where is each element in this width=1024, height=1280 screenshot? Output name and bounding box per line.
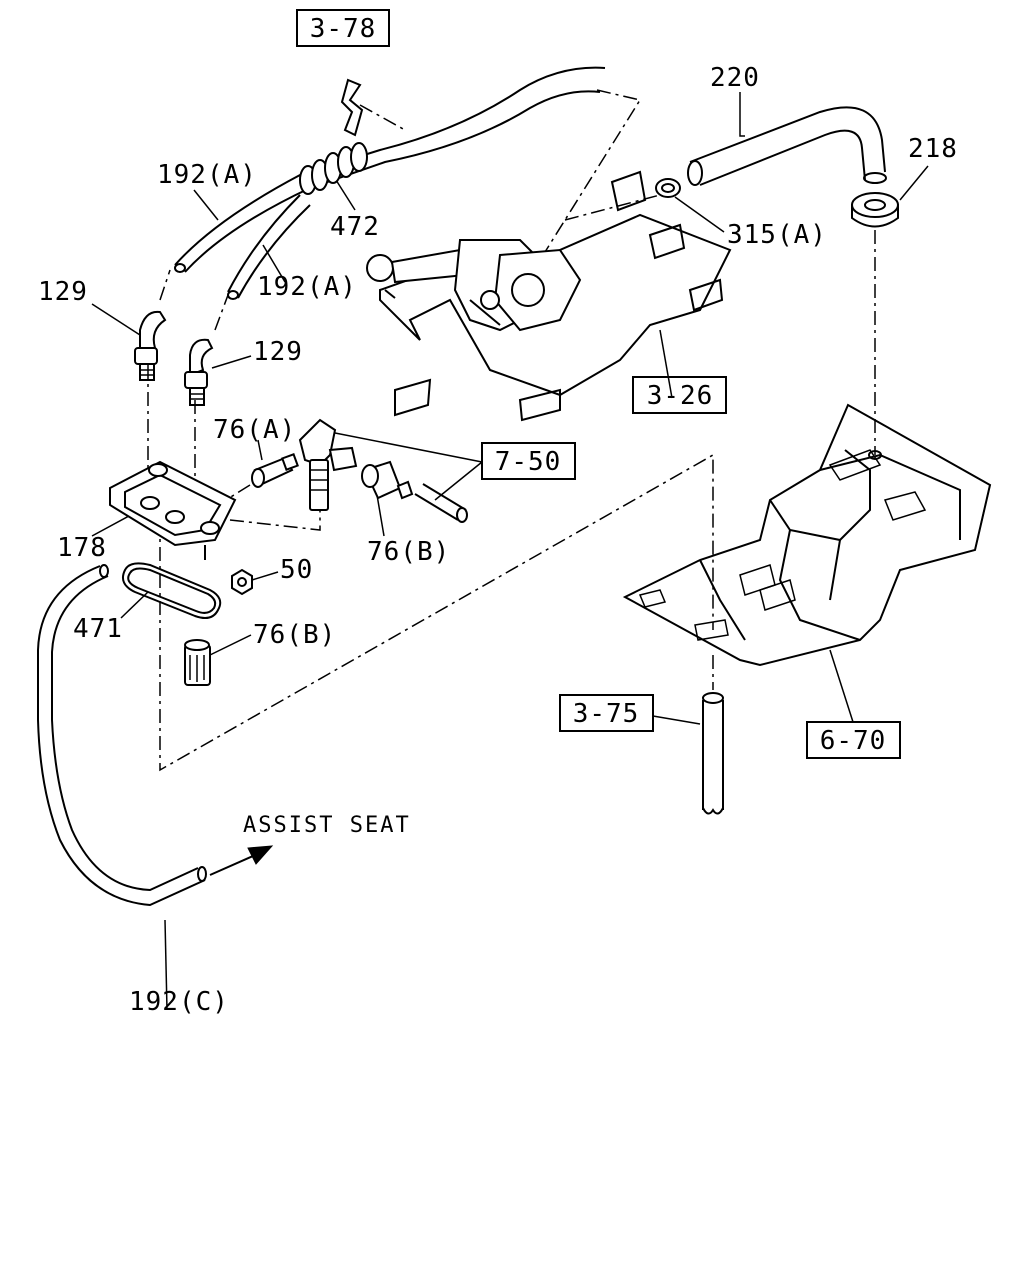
label-129-right: 129 bbox=[253, 337, 303, 367]
fitting-76a[interactable] bbox=[251, 418, 358, 511]
ref-label-3-78: 3-78 bbox=[310, 14, 377, 44]
ref-label-7-50: 7-50 bbox=[495, 447, 562, 477]
hose-220[interactable] bbox=[687, 106, 887, 186]
label-76b-upper: 76(B) bbox=[367, 537, 450, 567]
ref-label-6-70: 6-70 bbox=[820, 726, 887, 756]
label-315a: 315(A) bbox=[727, 220, 827, 250]
grommet-218[interactable] bbox=[851, 192, 899, 228]
label-129-left: 129 bbox=[38, 277, 88, 307]
gasket-471[interactable] bbox=[122, 562, 222, 619]
label-192a-lower: 192(A) bbox=[257, 272, 357, 302]
corrugated-tube-472[interactable] bbox=[299, 142, 368, 195]
label-192a-upper: 192(A) bbox=[157, 160, 257, 190]
label-assist-seat: ASSIST SEAT bbox=[243, 813, 411, 838]
label-218: 218 bbox=[908, 134, 958, 164]
fitting-76b-upper[interactable] bbox=[361, 460, 414, 500]
label-192c: 192(C) bbox=[129, 987, 229, 1017]
fitting-76b-lower[interactable] bbox=[184, 639, 211, 686]
label-76b-lower: 76(B) bbox=[253, 620, 336, 650]
small-bracket-3-78 bbox=[340, 78, 364, 137]
ref-box-3-26[interactable]: 3-26 bbox=[632, 376, 727, 414]
label-76a: 76(A) bbox=[213, 415, 296, 445]
ref-label-3-26: 3-26 bbox=[647, 381, 714, 411]
ref-box-3-75[interactable]: 3-75 bbox=[559, 694, 654, 732]
label-178: 178 bbox=[57, 533, 107, 563]
ref-box-7-50[interactable]: 7-50 bbox=[481, 442, 576, 480]
label-50: 50 bbox=[280, 555, 313, 585]
ref-box-3-78[interactable]: 3-78 bbox=[296, 9, 390, 47]
pipe-3-75[interactable] bbox=[702, 692, 724, 815]
pipe-stub-7-50[interactable] bbox=[414, 483, 468, 523]
pump-bracket-assembly[interactable] bbox=[366, 170, 732, 422]
elbow-129-right[interactable] bbox=[184, 338, 214, 406]
floor-panel-6-70[interactable] bbox=[622, 403, 992, 667]
elbow-129-left[interactable] bbox=[134, 310, 167, 381]
label-471: 471 bbox=[73, 614, 123, 644]
label-220: 220 bbox=[710, 63, 760, 93]
ref-label-3-75: 3-75 bbox=[573, 699, 640, 729]
ref-box-6-70[interactable]: 6-70 bbox=[806, 721, 901, 759]
nut-50[interactable] bbox=[231, 568, 253, 596]
clamp-315a[interactable] bbox=[655, 178, 681, 198]
label-472: 472 bbox=[330, 212, 380, 242]
leader-lines bbox=[91, 92, 929, 1011]
bracket-178[interactable] bbox=[109, 460, 237, 560]
assist-seat-arrow bbox=[209, 845, 274, 876]
hose-192c[interactable] bbox=[37, 564, 207, 907]
hose-192a[interactable] bbox=[174, 66, 606, 300]
